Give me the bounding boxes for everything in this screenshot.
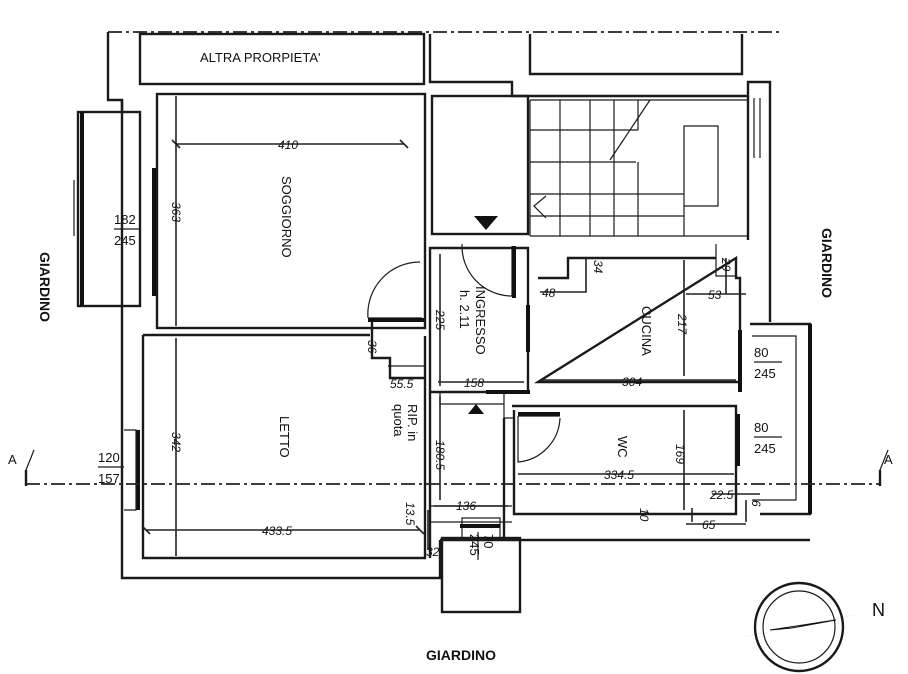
- label-north: N: [872, 600, 885, 620]
- label-garden-right: GIARDINO: [819, 228, 835, 298]
- window-w5: 70 245: [467, 532, 496, 560]
- svg-text:157: 157: [98, 471, 120, 486]
- dim-wc-h: 169: [673, 444, 687, 464]
- up-arrow: [468, 404, 484, 414]
- label-section-right: A: [884, 452, 893, 467]
- door-wc: [517, 415, 561, 463]
- letto-window-frame: [124, 429, 137, 511]
- label-rip-1: RIP. in: [405, 404, 420, 441]
- window-w2: 120 157: [98, 450, 124, 486]
- label-soggiorno: SOGGIORNO: [279, 176, 294, 258]
- balcony-left: [73, 110, 142, 308]
- svg-text:80: 80: [754, 345, 768, 360]
- north-compass: [738, 581, 860, 673]
- label-rip-2: quota: [391, 404, 406, 437]
- room-soggiorno: [155, 92, 427, 330]
- dim-step-555: 55.5: [390, 377, 414, 391]
- dim-wc-d: 6: [749, 500, 763, 507]
- neighbor-block: [138, 32, 426, 86]
- svg-text:70: 70: [481, 534, 496, 548]
- dim-cucina-b: 34: [591, 260, 605, 274]
- svg-text:245: 245: [754, 366, 776, 381]
- dimension-lines: [141, 96, 760, 556]
- outer-walls: [106, 32, 810, 580]
- room-cucina: [533, 255, 742, 384]
- window-w4: 80 245: [754, 420, 782, 456]
- stairwell: [430, 94, 761, 237]
- room-rip: [428, 392, 520, 558]
- label-section-left: A: [8, 452, 17, 467]
- room-wc: [512, 404, 738, 516]
- dim-wc-c: 10: [637, 508, 651, 522]
- dim-cucina-a: 48: [542, 286, 556, 300]
- label-wc: WC: [615, 436, 630, 458]
- label-neighbor: ALTRA PRORPIETA': [200, 50, 320, 65]
- dim-cucina-w: 304: [622, 375, 642, 389]
- label-letto: LETTO: [277, 416, 292, 458]
- svg-text:182: 182: [114, 212, 136, 227]
- dim-letto-w: 433.5: [262, 524, 292, 538]
- dim-rip-s: 32: [426, 545, 440, 559]
- svg-text:245: 245: [754, 441, 776, 456]
- dim-ingresso-h: 225: [433, 309, 447, 330]
- dim-soggiorno-w: 410: [278, 138, 298, 152]
- window-w1: 182 245: [114, 212, 140, 248]
- step-36: [370, 322, 426, 380]
- label-garden-bottom: GIARDINO: [426, 647, 496, 663]
- door-soggiorno: [367, 261, 422, 319]
- label-garden-left: GIARDINO: [37, 252, 53, 322]
- dim-cucina-d: 29: [719, 257, 733, 272]
- dim-wc-a: 22.5: [709, 488, 734, 502]
- dim-wc-b: 65: [702, 518, 716, 532]
- balcony-bottom: [440, 517, 522, 614]
- dim-step-36: 36: [365, 340, 379, 354]
- label-cucina: CUCINA: [639, 306, 654, 356]
- window-w3: 80 245: [754, 345, 782, 381]
- dim-letto-h: 342: [169, 432, 183, 452]
- entry-arrow: [474, 216, 498, 230]
- svg-text:80: 80: [754, 420, 768, 435]
- dim-cucina-c: 53: [708, 288, 722, 302]
- dim-wc-w: 334.5: [604, 468, 634, 482]
- label-ingresso: INGRESSO: [473, 286, 488, 355]
- dim-soggiorno-h: 363: [169, 202, 183, 222]
- dim-ingresso-w: 158: [464, 376, 484, 390]
- dim-rip-d: 13.5: [403, 502, 417, 526]
- svg-text:245: 245: [114, 233, 136, 248]
- room-letto: [141, 333, 427, 560]
- dim-rip-h: 180.5: [433, 440, 447, 470]
- dim-cucina-h: 217: [675, 313, 689, 335]
- label-ingresso-height: h. 2.11: [457, 290, 472, 329]
- dim-rip-w: 136: [456, 499, 476, 513]
- svg-text:120: 120: [98, 450, 120, 465]
- svg-text:245: 245: [467, 534, 482, 556]
